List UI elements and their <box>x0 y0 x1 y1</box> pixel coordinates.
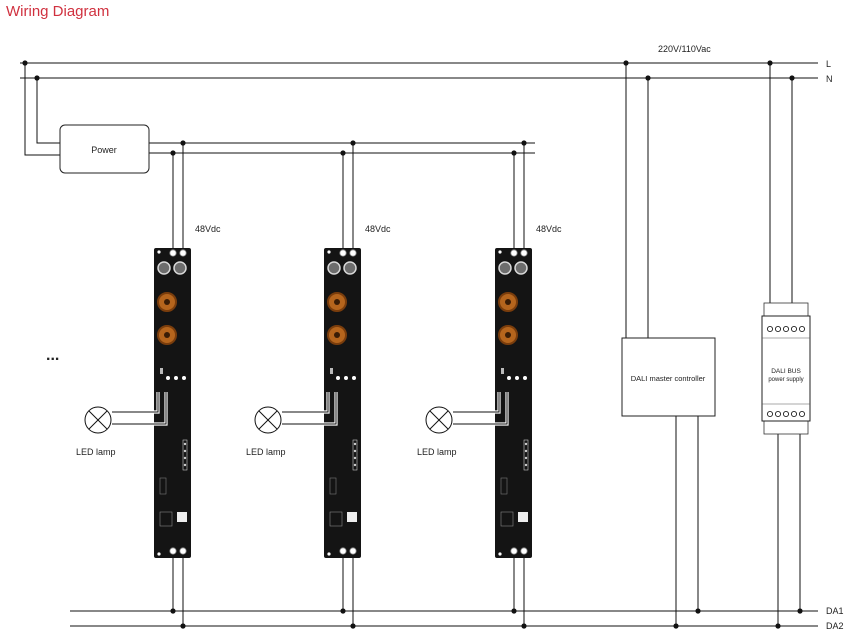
junction-dot <box>170 150 176 156</box>
output-terminal <box>515 376 519 380</box>
lamp-wire <box>282 392 337 425</box>
supply-voltage-label: 220V/110Vac <box>658 44 711 54</box>
smd-component <box>347 512 357 522</box>
da-terminal <box>349 547 357 555</box>
lamp-wire <box>453 392 508 425</box>
input-terminal <box>339 249 347 257</box>
output-terminal <box>507 376 511 380</box>
junction-dot <box>350 140 356 146</box>
dali-master-controller: DALI master controller <box>621 337 716 417</box>
led-lamp-label: LED lamp <box>417 447 457 457</box>
input-terminal <box>510 249 518 257</box>
output-terminal <box>344 376 348 380</box>
pin-header <box>182 439 188 471</box>
junction-dot <box>180 623 186 629</box>
marking-text <box>500 477 508 495</box>
output-terminal <box>336 376 340 380</box>
lamp-wire <box>112 392 167 425</box>
input-terminal <box>349 249 357 257</box>
capacitor <box>498 261 512 275</box>
mount-hole <box>157 250 161 254</box>
dali-bus-label: DALI BUS <box>771 368 801 375</box>
junction-dot <box>350 623 356 629</box>
marking-text <box>159 477 167 495</box>
output-terminal <box>166 376 170 380</box>
smd-component <box>160 368 163 374</box>
junction-dot <box>511 608 517 614</box>
capacitor <box>514 261 528 275</box>
more-drivers-ellipsis: ... <box>46 347 59 364</box>
smd-component <box>518 512 528 522</box>
ic-chip <box>500 511 514 527</box>
mount-hole <box>327 250 331 254</box>
capacitor <box>327 261 341 275</box>
mains-wires <box>20 62 818 627</box>
output-terminal <box>182 376 186 380</box>
da-terminal <box>169 547 177 555</box>
da-terminal <box>510 547 518 555</box>
lamp-wire <box>453 392 500 413</box>
dc-voltage-label: 48Vdc <box>195 224 221 234</box>
capacitor <box>343 261 357 275</box>
ic-chip <box>329 511 343 527</box>
pin-header <box>523 439 529 471</box>
dali-bus-power-supply: DALI BUS power supply <box>761 302 811 435</box>
marking-text <box>329 477 337 495</box>
lamp-wire <box>112 392 159 413</box>
junction-dot <box>180 140 186 146</box>
line-L-label: L <box>826 59 831 69</box>
driver-board <box>495 248 532 558</box>
output-terminal <box>352 376 356 380</box>
power-supply-box: Power <box>59 124 150 174</box>
driver-board <box>154 248 191 558</box>
input-terminal <box>179 249 187 257</box>
da-terminal <box>179 547 187 555</box>
output-terminal <box>523 376 527 380</box>
led-lamp-label: LED lamp <box>76 447 116 457</box>
da2-label: DA2 <box>826 621 844 631</box>
junction-dot <box>340 150 346 156</box>
ic-chip <box>159 511 173 527</box>
capacitor <box>173 261 187 275</box>
lamp-wire <box>282 392 329 413</box>
junction-dot <box>521 140 527 146</box>
mount-hole <box>327 552 331 556</box>
junction-dot <box>170 608 176 614</box>
dc-voltage-label: 48Vdc <box>365 224 391 234</box>
page-title: Wiring Diagram <box>6 3 110 20</box>
da-terminal <box>339 547 347 555</box>
smd-component <box>501 368 504 374</box>
junction-dot <box>340 608 346 614</box>
dali-master-label: DALI master controller <box>631 374 706 383</box>
output-terminal <box>174 376 178 380</box>
mount-hole <box>498 552 502 556</box>
mount-hole <box>157 552 161 556</box>
smd-component <box>330 368 333 374</box>
power-supply-label: power supply <box>768 377 803 383</box>
led-lamp-label: LED lamp <box>246 447 286 457</box>
junction-dot <box>511 150 517 156</box>
power-label: Power <box>91 145 117 155</box>
mount-hole <box>498 250 502 254</box>
input-terminal <box>169 249 177 257</box>
capacitor <box>157 261 171 275</box>
junction-dot <box>521 623 527 629</box>
terminal-screws-top <box>766 325 806 333</box>
dc-voltage-label: 48Vdc <box>536 224 562 234</box>
input-terminal <box>520 249 528 257</box>
junction-dots <box>22 60 803 629</box>
smd-component <box>177 512 187 522</box>
da1-label: DA1 <box>826 606 844 616</box>
terminal-screws-bottom <box>766 410 806 418</box>
driver-board <box>324 248 361 558</box>
line-N-label: N <box>826 74 833 84</box>
pin-header <box>352 439 358 471</box>
da-terminal <box>520 547 528 555</box>
